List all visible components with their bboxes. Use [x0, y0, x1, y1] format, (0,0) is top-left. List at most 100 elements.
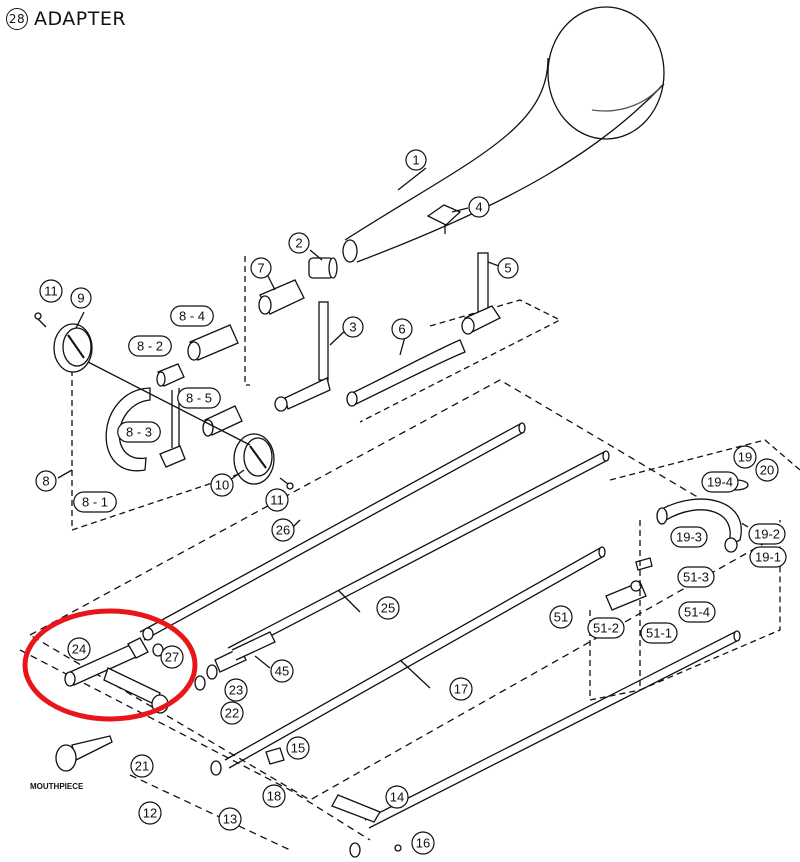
callout-label: 11: [270, 493, 284, 508]
part-callout-26: 26: [271, 518, 295, 542]
callout-label: 45: [275, 664, 289, 679]
callout-bubble: [733, 445, 757, 469]
part-45-stocking: [231, 631, 276, 661]
part-callout-9: 9: [70, 287, 92, 309]
callout-label: 7: [257, 261, 264, 276]
part-15-cap: [265, 747, 285, 765]
part-callout-13: 13: [218, 807, 242, 831]
callout-label: 22: [225, 706, 239, 721]
callout-bubble: [449, 677, 473, 701]
callout-bubble: [342, 316, 364, 338]
part-callout-22: 22: [220, 701, 244, 725]
part-callout-18: 18: [262, 784, 286, 808]
part-callout-19-3: 19-3: [670, 526, 708, 548]
part-callout-3: 3: [342, 316, 364, 338]
callout-bubble: [468, 196, 490, 218]
part-callout-23: 23: [224, 678, 248, 702]
callout-bubble: [39, 279, 63, 303]
callout-label: 12: [143, 806, 157, 821]
callout-bubble: [385, 785, 409, 809]
callout-label: 19: [738, 450, 752, 465]
callout-label: 13: [223, 812, 237, 827]
callout-bubble: [411, 831, 435, 855]
callout-bubble: [130, 754, 154, 778]
part-callout-8-4: 8 - 4: [170, 305, 214, 327]
part-callout-19-4: 19-4: [701, 471, 739, 493]
part-23-ring: [194, 664, 218, 691]
part-callout-8-3: 8 - 3: [117, 421, 161, 443]
part-callout-51: 51: [549, 605, 573, 629]
part-callout-21: 21: [130, 754, 154, 778]
callout-bubble: [497, 257, 519, 279]
callout-label: 19-3: [676, 530, 702, 545]
part-8-2-ferrule: [156, 363, 185, 387]
callout-bubble: [250, 257, 272, 279]
callout-label: 25: [381, 601, 395, 616]
part-10-cap: [233, 433, 275, 485]
part-callout-1: 1: [405, 149, 427, 171]
part-callout-27: 27: [160, 645, 184, 669]
callout-bubble: [160, 645, 184, 669]
callout-label: 2: [295, 236, 302, 251]
part-callout-14: 14: [385, 785, 409, 809]
callout-label: 20: [760, 463, 774, 478]
callout-label: 17: [454, 682, 468, 697]
callout-bubble: [749, 546, 787, 568]
part-7-ferrule: [258, 279, 305, 315]
part-callout-6: 6: [391, 318, 413, 340]
callout-label: 26: [276, 523, 290, 538]
callout-bubble: [677, 566, 715, 588]
part-callout-8-2: 8 - 2: [128, 335, 172, 357]
part-callout-4: 4: [468, 196, 490, 218]
part-callout-17: 17: [449, 677, 473, 701]
callout-bubble: [70, 287, 92, 309]
screw-icon: [34, 312, 294, 490]
callout-label: 4: [475, 200, 482, 215]
callout-label: 9: [77, 291, 84, 306]
part-callout-8-1: 8 - 1: [73, 491, 117, 513]
callout-bubble: [286, 736, 310, 760]
callout-bubble: [701, 471, 739, 493]
callout-label: 19-1: [755, 550, 781, 565]
part-5-stay: [461, 252, 501, 335]
callout-bubble: [755, 458, 779, 482]
callout-label: 8 - 4: [179, 309, 205, 324]
part-callout-2: 2: [288, 232, 310, 254]
part-callout-7: 7: [250, 257, 272, 279]
part-callout-19-2: 19-2: [748, 523, 786, 545]
callout-label: 8 - 1: [82, 495, 108, 510]
callout-bubble: [170, 305, 214, 327]
part-callout-15: 15: [286, 736, 310, 760]
part-25-outer-slide: [214, 450, 610, 673]
part-inner-slide-lower: [364, 630, 741, 829]
callout-bubble: [138, 801, 162, 825]
callout-bubble: [640, 622, 678, 644]
highlight-circle: [22, 608, 198, 722]
part-17-inner-slide: [224, 546, 606, 769]
part-callout-16: 16: [411, 831, 435, 855]
callout-label: 16: [416, 836, 430, 851]
part-8-4-tube: [187, 324, 239, 361]
callout-bubble: [270, 659, 294, 683]
callout-label: 10: [215, 478, 229, 493]
callout-bubble: [177, 387, 221, 409]
part-callout-10: 10: [210, 473, 234, 497]
callout-bubble: [288, 232, 310, 254]
page-title: 28 ADAPTER: [6, 8, 126, 30]
callout-bubble: [35, 470, 57, 492]
mouthpiece-label: MOUTHPIECE: [30, 782, 84, 791]
callout-label: 19-2: [754, 527, 780, 542]
part-24-adapter: [64, 627, 161, 706]
callout-bubble: [128, 335, 172, 357]
callout-label: 23: [229, 683, 243, 698]
callout-label: 51-4: [684, 605, 710, 620]
callout-label: 51-2: [593, 621, 619, 636]
part-callout-20: 20: [755, 458, 779, 482]
part-callout-8-5: 8 - 5: [177, 387, 221, 409]
callout-label: 51-3: [683, 570, 709, 585]
part-callout-51-4: 51-4: [678, 601, 716, 623]
callout-bubble: [678, 601, 716, 623]
part-callout-51-2: 51-2: [587, 617, 625, 639]
